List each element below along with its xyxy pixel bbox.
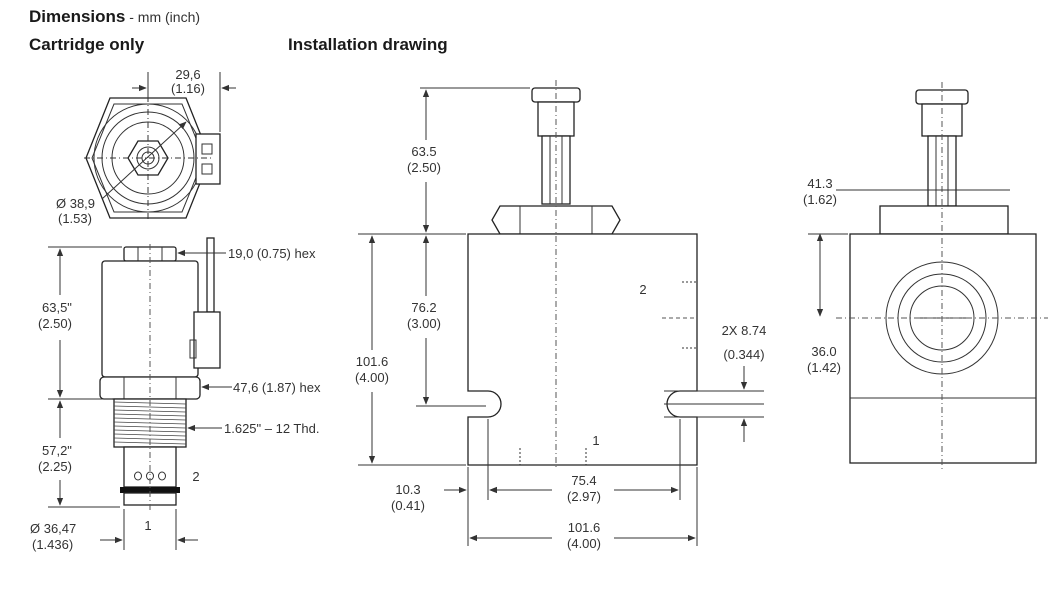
side-port-height-mm: 36.0 (811, 344, 836, 359)
block-width-mm: 101.6 (568, 520, 601, 535)
stem-height-inch: (2.50) (407, 160, 441, 175)
coil-height-inch: (2.50) (38, 316, 72, 331)
dimensions-title-text: Dimensions (29, 7, 126, 26)
coil-height-mm: 63,5" (42, 300, 72, 315)
port-height-inch: (3.00) (407, 316, 441, 331)
block-width-inch: (4.00) (567, 536, 601, 551)
top-width-mm: 29,6 (175, 67, 200, 82)
cartridge-only-title: Cartridge only (29, 35, 145, 54)
side-offset-inch: (1.62) (803, 192, 837, 207)
manifold-block-front (467, 233, 698, 466)
edge-offset-inch: (0.41) (391, 498, 425, 513)
install-port-1-label: 1 (592, 433, 599, 448)
side-hex-nut (879, 205, 1009, 235)
block-height-mm: 101.6 (356, 354, 389, 369)
bottom-diameter-inch: (1.436) (32, 537, 73, 552)
cartridge-port-1-label: 1 (144, 518, 151, 533)
mount-hole-inch: (0.344) (723, 347, 764, 362)
edge-offset-mm: 10.3 (395, 482, 420, 497)
mid-hex-label: 47,6 (1.87) hex (233, 380, 321, 395)
thread-line (113, 409, 187, 413)
top-hex-label: 19,0 (0.75) hex (228, 246, 316, 261)
dimensions-title: Dimensions - mm (inch) (29, 7, 200, 27)
top-width-inch: (1.16) (171, 81, 205, 96)
install-port-2-label: 2 (639, 282, 646, 297)
hole-spacing-mm: 75.4 (571, 473, 596, 488)
side-offset-mm: 41.3 (807, 176, 832, 191)
body-height-mm: 57,2" (42, 443, 72, 458)
units-label: - mm (inch) (125, 9, 201, 25)
bottom-diameter-mm: Ø 36,47 (30, 521, 76, 536)
thread-label: 1.625" – 12 Thd. (224, 421, 319, 436)
installation-side-view: 41.3 (1.62) 36.0 (1.42) (803, 82, 1048, 470)
stem-height-mm: 63.5 (411, 144, 436, 159)
mount-hole-label: 2X 8.74 (722, 323, 767, 338)
body-height-inch: (2.25) (38, 459, 72, 474)
top-diameter-inch: (1.53) (58, 211, 92, 226)
hole-spacing-inch: (2.97) (567, 489, 601, 504)
cartridge-side-view: 19,0 (0.75) hex 47,6 (1.87) hex 1.625" –… (30, 237, 321, 552)
thread-line (113, 405, 187, 409)
cartridge-port-2-label: 2 (192, 469, 199, 484)
cartridge-top-view: 29,6 (1.16) Ø 38,9 (1.53) (56, 67, 236, 226)
installation-drawing-title: Installation drawing (288, 35, 448, 54)
installation-front-view: 2 1 63.5 (2.50) 76.2 (3.00) 101.6 (4.00)… (355, 80, 766, 551)
manifold-block-side (849, 233, 1037, 464)
block-height-inch: (4.00) (355, 370, 389, 385)
top-diameter-mm: Ø 38,9 (56, 196, 95, 211)
side-port-height-inch: (1.42) (807, 360, 841, 375)
port-height-mm: 76.2 (411, 300, 436, 315)
